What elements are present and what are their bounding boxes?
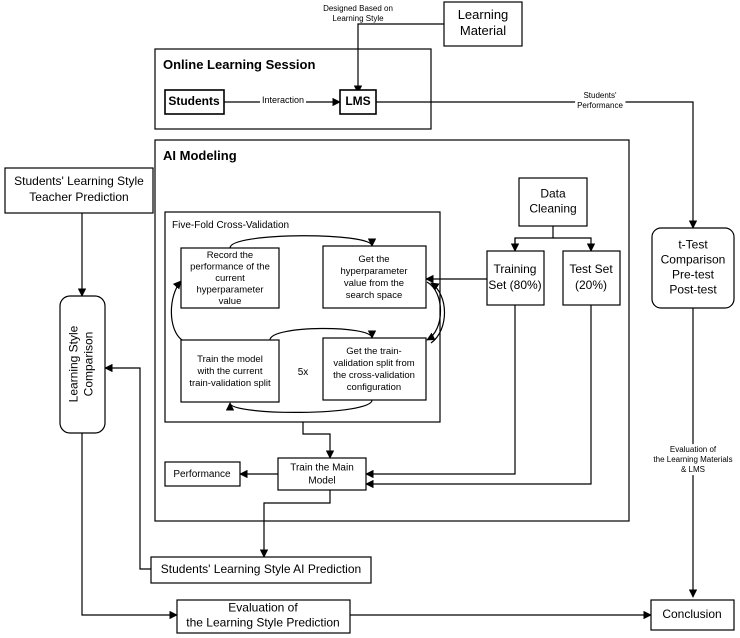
main-to-ai-prediction-arrow <box>259 490 331 558</box>
lms-to-ttest-arrow <box>376 101 698 229</box>
lms-box <box>339 89 377 115</box>
students-performance-label-bg <box>575 90 626 112</box>
performance-box <box>164 461 241 487</box>
evaluation-prediction-box <box>176 599 351 634</box>
comparison-box <box>59 295 106 434</box>
comparison-label: Learning StyleComparison <box>67 325 96 402</box>
ai-prediction-box <box>150 556 372 584</box>
lms-label: LMS <box>345 94 370 108</box>
get-hyper-box <box>322 245 427 309</box>
ai-modeling-frame <box>154 139 630 522</box>
interaction-label-bg <box>259 94 307 107</box>
test-set-label: Test Set(20%) <box>569 262 613 292</box>
online-session-title: Online Learning Session <box>163 57 315 72</box>
ai-prediction-label: Students' Learning Style AI Prediction <box>161 562 361 576</box>
train-model-box <box>180 339 280 403</box>
ai-modeling-title: AI Modeling <box>163 148 237 163</box>
comparison-to-evaluation-arrow <box>81 433 178 620</box>
split-to-train-arrow <box>225 399 373 413</box>
train-to-record-arrow <box>170 280 183 341</box>
connectors <box>77 23 698 620</box>
cv-frame <box>164 211 441 423</box>
cleaning-to-test-arrow <box>553 237 596 252</box>
record-to-hyper-arrow <box>229 235 377 249</box>
teacher-prediction-box <box>4 167 154 214</box>
train-main-box <box>277 457 367 491</box>
get-split-box <box>322 337 427 401</box>
conclusion-box <box>650 599 735 631</box>
cleaning-split-line <box>514 226 554 250</box>
cv-to-main-arrow <box>302 422 335 459</box>
training-to-main-arrow <box>365 305 516 479</box>
learning-material-box <box>443 1 523 47</box>
split-to-hyper-arrow <box>430 282 445 344</box>
students-label: Students <box>168 94 220 108</box>
test-set-box <box>562 250 621 306</box>
conclusion-label: Conclusion <box>662 607 721 621</box>
interaction-label: Interaction <box>262 95 304 105</box>
performance-label: Performance <box>173 469 231 480</box>
repeat-label: 5x <box>298 367 309 378</box>
material-to-lms-arrow <box>353 23 444 94</box>
ai-prediction-to-comparison-arrow <box>104 363 151 570</box>
record-box <box>180 247 280 309</box>
cv-title: Five-Fold Cross-Validation <box>172 220 289 231</box>
students-performance-label: Students'Performance <box>577 91 623 110</box>
data-cleaning-box <box>518 177 588 227</box>
evaluation-materials-label-bg <box>651 444 735 476</box>
training-set-box <box>486 250 545 306</box>
students-box <box>164 89 225 115</box>
test-to-main-arrow <box>365 305 592 489</box>
online-session-frame <box>154 48 432 130</box>
ttest-box <box>651 227 735 309</box>
train-to-split-arrow <box>269 327 377 341</box>
